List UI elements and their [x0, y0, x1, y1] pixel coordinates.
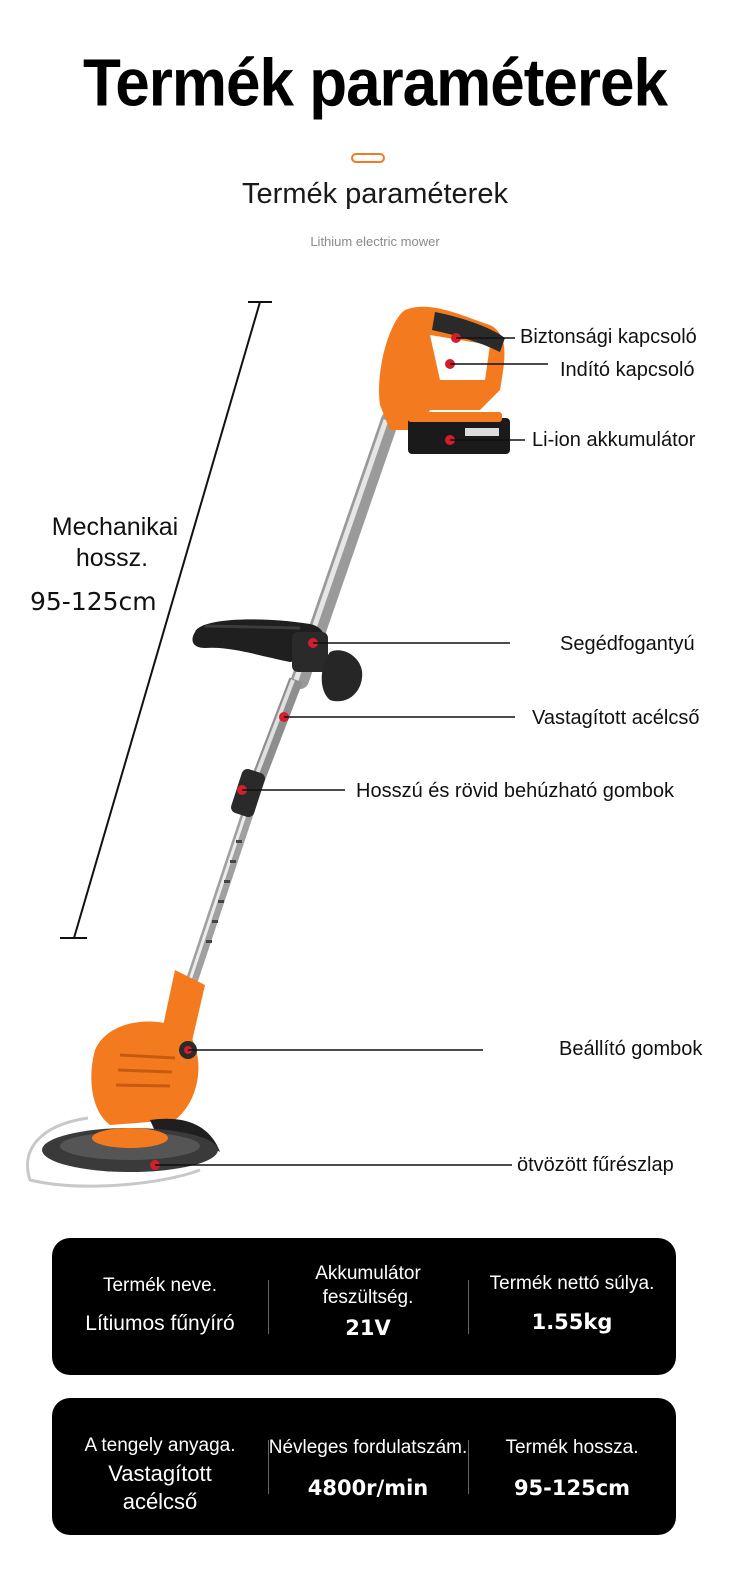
spec-value: 4800r/min [307, 1475, 429, 1500]
product-illustration [26, 301, 548, 1188]
spec-voltage: Akkumulátor feszültség. 21V [268, 1262, 468, 1340]
spec-label: Névleges fordulatszám. [268, 1437, 468, 1458]
callout-steel-tube: Vastagított acélcső [532, 707, 700, 729]
spec-product-length: Termék hossza. 95-125cm [468, 1436, 676, 1500]
callout-adjust-buttons: Beállító gombok [559, 1038, 703, 1060]
length-annotation: Mechanikai hossz. [40, 512, 190, 575]
callout-telescopic-buttons: Hosszú és rövid behúzható gombok [356, 780, 674, 802]
spec-card-1: Termék neve. Lítiumos fűnyíró Akkumuláto… [52, 1238, 676, 1375]
spec-divider [468, 1440, 469, 1494]
spec-value: Vastagított acélcső [108, 1460, 212, 1515]
callout-saw-blade: ötvözött fűrészlap [517, 1154, 674, 1176]
spec-label: Termék neve. [102, 1275, 218, 1296]
callout-battery: Li-ion akkumulátor [532, 429, 696, 451]
length-line-1: Mechanikai [51, 513, 179, 541]
spec-shaft-material: A tengely anyaga. Vastagított acélcső [52, 1434, 268, 1517]
length-value: 95-125cm [30, 587, 157, 616]
length-line-2: hossz. [75, 544, 149, 573]
auxiliary-handle [192, 619, 363, 722]
telescopic-lock [231, 768, 265, 818]
spec-net-weight: Termék nettó súlya. 1.55kg [468, 1272, 676, 1334]
spec-label: Termék hossza. [505, 1437, 639, 1458]
spec-value: 95-125cm [513, 1475, 631, 1500]
spec-divider [468, 1280, 469, 1334]
motor-head [26, 970, 220, 1188]
spec-value: 21V [345, 1315, 391, 1340]
handle-housing [379, 306, 510, 454]
spec-label: A tengely anyaga. [84, 1435, 236, 1456]
spec-divider [268, 1280, 269, 1334]
length-dimension-line [60, 301, 272, 939]
callout-aux-handle: Segédfogantyú [560, 633, 695, 655]
spec-product-name: Termék neve. Lítiumos fűnyíró [52, 1274, 268, 1336]
spec-value: Lítiumos fűnyíró [85, 1311, 235, 1335]
spec-label: Termék nettó súlya. [489, 1273, 655, 1294]
callout-safety-switch: Biztonsági kapcsoló [520, 326, 697, 348]
spec-card-2: A tengely anyaga. Vastagított acélcső Né… [52, 1398, 676, 1535]
section-caption: Lithium electric mower [310, 234, 440, 249]
accent-divider [351, 153, 385, 163]
section-title: Termék paraméterek [242, 178, 508, 210]
spec-divider [268, 1440, 269, 1494]
spec-value: 1.55kg [531, 1309, 613, 1334]
spec-rated-speed: Névleges fordulatszám. 4800r/min [268, 1436, 468, 1500]
spec-label: Akkumulátor feszültség. [315, 1263, 421, 1308]
page-title: Termék paraméterek [83, 46, 668, 121]
callout-lines [155, 337, 548, 1166]
callout-start-switch: Indító kapcsoló [560, 359, 695, 381]
steel-shaft [186, 411, 399, 982]
